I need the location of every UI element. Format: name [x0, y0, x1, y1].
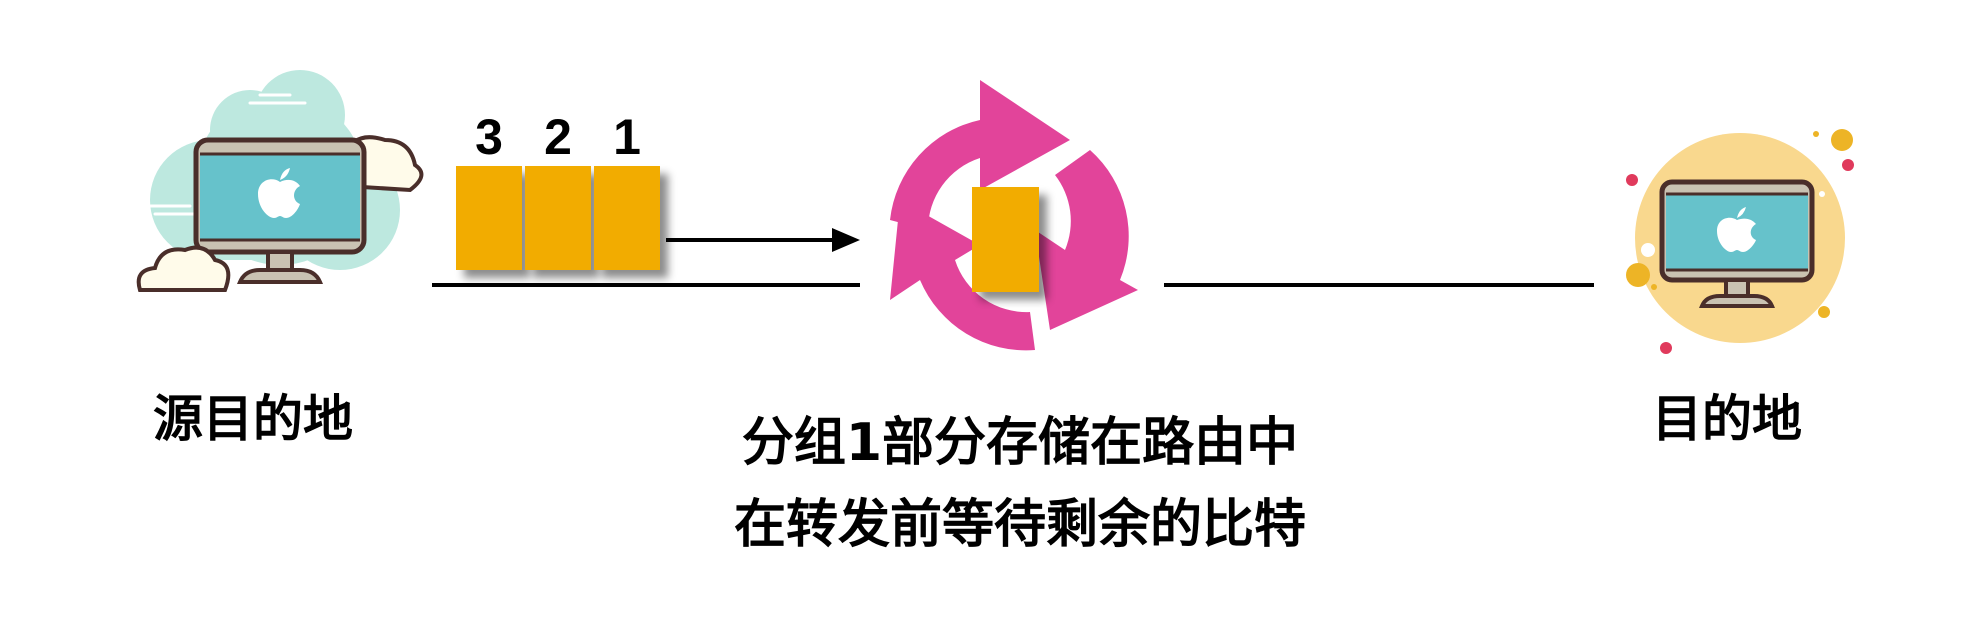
packet-number-1: 1	[613, 109, 641, 165]
destination-computer-icon	[1620, 120, 1860, 360]
caption-line-1: 分组1部分存储在路由中	[741, 413, 1299, 473]
packet-2	[525, 166, 591, 270]
packet-number-2: 2	[544, 109, 572, 165]
packet-number-3: 3	[475, 109, 503, 165]
caption-line-2: 在转发前等待剩余的比特	[733, 495, 1306, 555]
router-recycle-icon	[870, 80, 1140, 360]
destination-label: 目的地	[1652, 390, 1802, 448]
packet-3	[456, 166, 522, 270]
transmit-arrow-icon	[664, 226, 864, 254]
packet-1	[594, 166, 660, 270]
link-line-left	[432, 283, 860, 287]
source-computer-icon	[130, 70, 430, 310]
source-label: 源目的地	[153, 390, 353, 448]
stored-packet-1	[972, 187, 1039, 292]
link-line-right	[1164, 283, 1594, 287]
